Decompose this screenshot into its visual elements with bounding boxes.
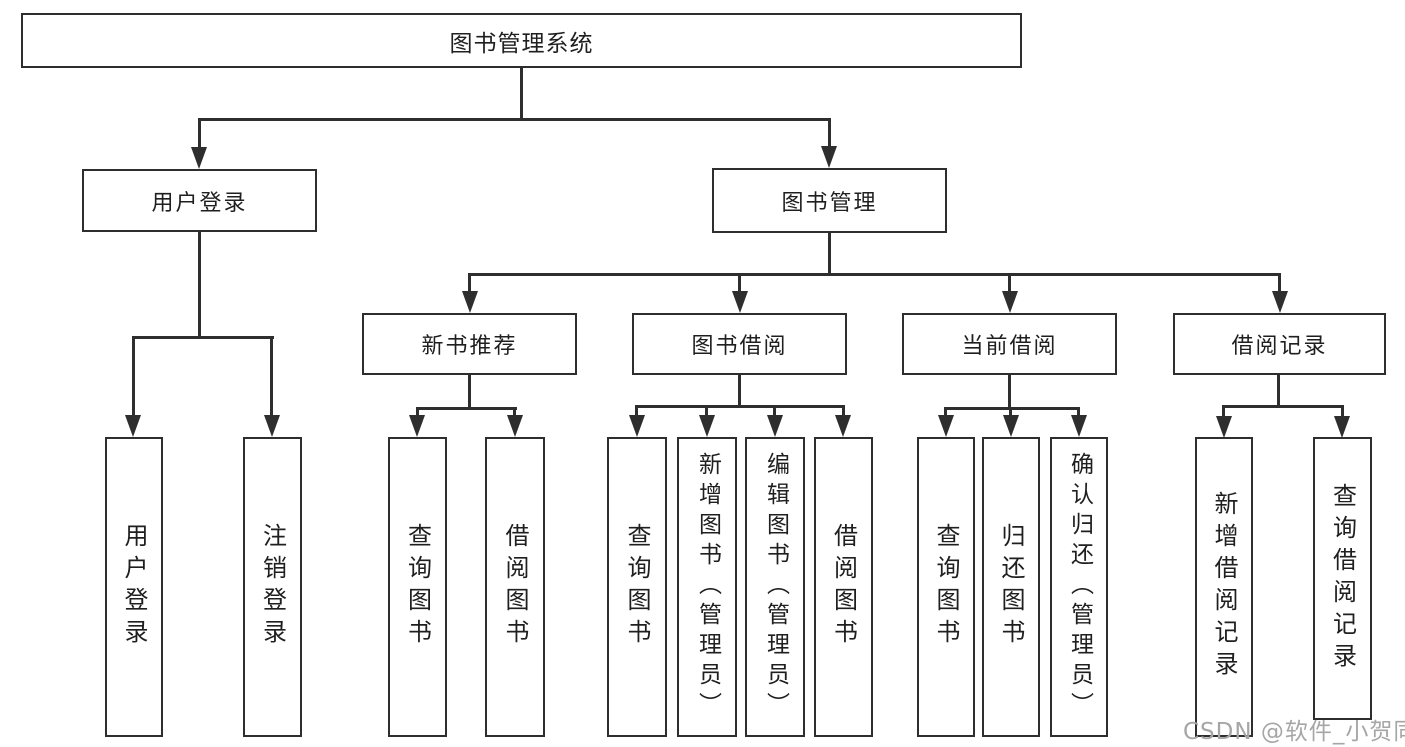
connector-line — [132, 336, 135, 418]
arrowhead-down-icon — [1071, 415, 1087, 437]
node-current-borrowing: 当前借阅 — [902, 313, 1117, 375]
connector-line — [416, 407, 419, 417]
arrowhead-down-icon — [835, 415, 851, 437]
arrowhead-down-icon — [507, 415, 523, 437]
connector-line — [635, 405, 638, 417]
node-label: 当前借阅 — [961, 334, 1058, 359]
node-label: 用户登录 — [120, 523, 148, 651]
connector-line — [738, 375, 741, 405]
node-label: 查询图书 — [932, 523, 960, 651]
connector-line — [828, 118, 831, 152]
arrowhead-down-icon — [767, 415, 783, 437]
arrowhead-down-icon — [125, 415, 141, 437]
connector-line — [1009, 407, 1012, 417]
leaf-edit-books-admin: 编辑图书（管理员） — [745, 437, 805, 737]
connector-line — [773, 405, 776, 417]
leaf-borrow-books-recommend: 借阅图书 — [485, 437, 545, 737]
connector-line — [1222, 405, 1343, 408]
node-new-book-recommendation: 新书推荐 — [362, 313, 577, 375]
node-label: 新书推荐 — [421, 334, 518, 359]
connector-line — [1341, 405, 1344, 418]
connector-line — [1008, 375, 1011, 407]
arrowhead-down-icon — [1334, 416, 1350, 438]
connector-line — [1008, 273, 1011, 293]
leaf-user-login: 用户登录 — [105, 437, 163, 737]
node-label: 注销登录 — [258, 523, 287, 651]
connector-line — [1222, 405, 1225, 418]
arrowhead-down-icon — [1002, 291, 1018, 313]
connector-line — [944, 407, 947, 417]
node-borrowing-records: 借阅记录 — [1173, 313, 1386, 375]
node-label: 借阅记录 — [1231, 334, 1328, 359]
node-label: 确认归还（管理员） — [1066, 452, 1093, 722]
node-label: 图书管理系统 — [449, 30, 594, 57]
csdn-watermark: CSDN @软件_小贺同学 — [1183, 719, 1405, 745]
arrowhead-down-icon — [821, 146, 837, 168]
connector-line — [468, 375, 471, 407]
node-label: 新增借阅记录 — [1210, 491, 1238, 683]
connector-line — [198, 118, 831, 121]
leaf-query-books-recommend: 查询图书 — [388, 437, 447, 737]
node-label: 编辑图书（管理员） — [762, 452, 789, 722]
leaf-logout: 注销登录 — [243, 437, 302, 737]
node-label: 查询图书 — [403, 523, 432, 651]
arrowhead-down-icon — [462, 291, 478, 313]
connector-line — [1278, 273, 1281, 293]
arrowhead-down-icon — [1216, 416, 1232, 438]
leaf-query-books-current: 查询图书 — [917, 437, 975, 737]
arrowhead-down-icon — [409, 415, 425, 437]
arrowhead-down-icon — [191, 147, 207, 169]
connector-line — [198, 118, 201, 152]
arrowhead-down-icon — [264, 415, 280, 437]
node-book-management: 图书管理 — [712, 168, 947, 233]
connector-line — [1077, 407, 1080, 417]
node-label: 图书管理 — [781, 190, 878, 216]
node-book-borrowing: 图书借阅 — [632, 313, 847, 375]
leaf-add-borrow-record: 新增借阅记录 — [1195, 437, 1253, 737]
leaf-borrow-books: 借阅图书 — [814, 437, 873, 737]
arrowhead-down-icon — [732, 291, 748, 313]
connector-line — [468, 273, 1281, 276]
connector-line — [270, 336, 273, 418]
node-user-login: 用户登录 — [82, 169, 317, 232]
connector-line — [513, 407, 516, 417]
leaf-query-books-borrowing: 查询图书 — [607, 437, 667, 737]
connector-line — [738, 273, 741, 293]
leaf-return-books: 归还图书 — [982, 437, 1040, 737]
arrowhead-down-icon — [1003, 415, 1019, 437]
node-label: 借阅图书 — [829, 523, 858, 651]
connector-line — [416, 407, 517, 410]
arrowhead-down-icon — [629, 415, 645, 437]
node-label: 借阅图书 — [501, 523, 529, 651]
node-label: 用户登录 — [151, 190, 248, 216]
connector-line — [132, 336, 274, 339]
node-label: 新增图书（管理员） — [694, 452, 721, 722]
connector-line — [520, 68, 523, 118]
connector-line — [635, 405, 845, 408]
node-label: 归还图书 — [997, 523, 1025, 651]
leaf-confirm-return-admin: 确认归还（管理员） — [1050, 437, 1108, 737]
connector-line — [705, 405, 708, 417]
arrowhead-down-icon — [1272, 291, 1288, 313]
arrowhead-down-icon — [938, 415, 954, 437]
leaf-query-borrow-record: 查询借阅记录 — [1313, 437, 1372, 720]
node-library-management-system: 图书管理系统 — [21, 13, 1022, 68]
node-label: 查询借阅记录 — [1328, 482, 1357, 675]
connector-line — [198, 232, 201, 336]
node-label: 查询图书 — [623, 523, 651, 651]
connector-line — [842, 405, 845, 417]
connector-line — [944, 407, 1080, 410]
connector-line — [1277, 375, 1280, 405]
connector-line — [828, 233, 831, 273]
connector-line — [468, 273, 471, 293]
leaf-add-books-admin: 新增图书（管理员） — [677, 437, 737, 737]
arrowhead-down-icon — [699, 415, 715, 437]
node-label: 图书借阅 — [691, 334, 788, 359]
